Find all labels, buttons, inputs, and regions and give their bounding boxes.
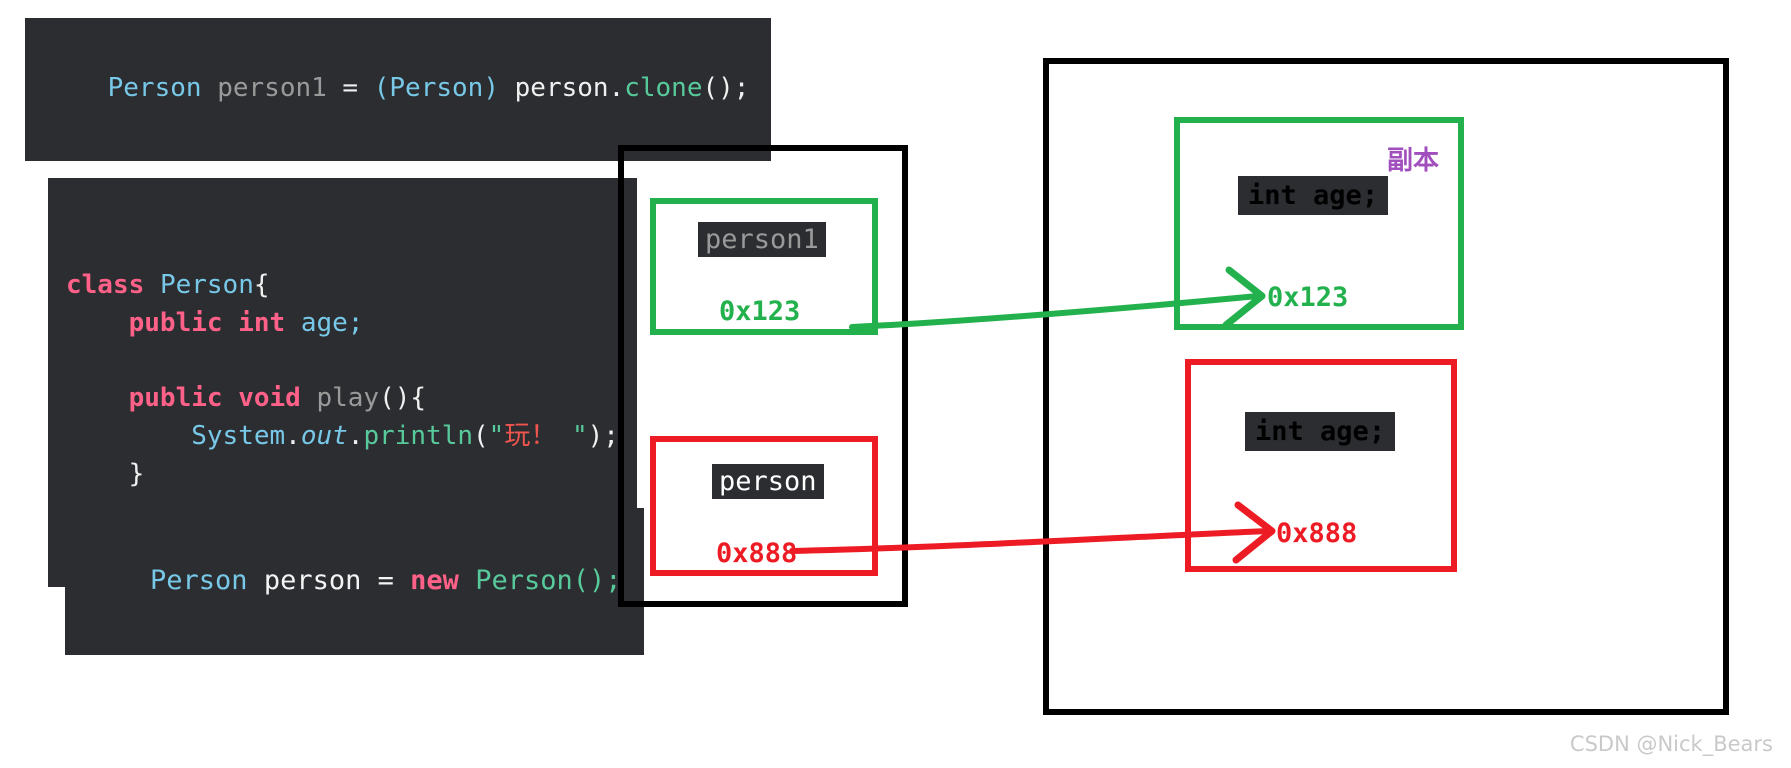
code-token: play [316, 383, 380, 414]
code-token: Person [475, 565, 573, 597]
heap-frame [1043, 58, 1729, 715]
stack-address-person: 0x888 [716, 538, 798, 569]
code-token [248, 565, 264, 596]
code-token [66, 421, 191, 451]
code-token: } [128, 458, 145, 489]
code-token: (); [702, 72, 750, 103]
heap-object-copy [1174, 117, 1464, 330]
heap-field-declaration-copy: int age; [1238, 176, 1389, 215]
code-token: ( [373, 72, 390, 103]
code-token: . [347, 421, 364, 452]
code-token: " [571, 421, 588, 452]
code-token: ( [473, 421, 489, 452]
code-token: int [1255, 416, 1304, 447]
stack-slot-person [650, 436, 878, 576]
code-line: Person person = new Person(); [150, 565, 622, 596]
heap-address-original: 0x888 [1276, 518, 1358, 549]
code-token: Person [389, 72, 484, 103]
code-token [301, 383, 317, 413]
code-token: age [1320, 416, 1369, 447]
code-token: Person [107, 72, 202, 103]
code-token: person [498, 72, 609, 103]
code-line: class Person{ [66, 267, 619, 305]
code-token [202, 73, 218, 103]
code-token: = [326, 72, 374, 103]
code-token: new [410, 565, 459, 597]
code-token: ) [483, 72, 499, 103]
code-token: ; [1368, 416, 1386, 447]
code-snippet-clone-statement: Person person1 = (Person) person.clone()… [25, 18, 772, 162]
code-token: clone [624, 72, 703, 103]
stack-slot-person1 [650, 198, 878, 335]
code-token [66, 459, 129, 489]
code-token: ; [1361, 180, 1379, 211]
heap-object-original [1185, 359, 1457, 572]
code-line: public void play(){ [66, 380, 619, 418]
code-token: person [263, 565, 362, 597]
code-token: public void [128, 383, 301, 414]
code-token [1304, 416, 1320, 447]
code-token: ; [347, 308, 364, 339]
stack-variable-name-person1: person1 [698, 222, 826, 257]
stack-address-person1: 0x123 [719, 296, 801, 327]
code-token [66, 383, 129, 413]
code-token: { [253, 270, 270, 301]
code-token [144, 270, 160, 300]
code-line: Person person1 = (Person) person.clone()… [108, 73, 750, 103]
copy-annotation-label: 副本 [1387, 146, 1440, 176]
stack-frame [618, 145, 908, 607]
code-token: 玩！ [504, 421, 572, 452]
heap-field-declaration-original: int age; [1245, 412, 1396, 451]
code-token: println [363, 421, 474, 452]
code-token: int [1248, 180, 1297, 211]
heap-address-copy: 0x123 [1267, 282, 1349, 313]
watermark: CSDN @Nick_Bears [1569, 732, 1773, 756]
code-token: (){ [379, 383, 427, 414]
code-line [66, 343, 619, 381]
code-token: out [300, 421, 348, 452]
code-token: Person [150, 565, 248, 597]
code-token: " [488, 421, 505, 452]
code-token: age [300, 308, 348, 339]
code-token: person1 [217, 72, 327, 103]
code-token: . [608, 72, 625, 103]
code-token [66, 308, 129, 338]
code-token: ); [587, 421, 619, 452]
code-token: . [285, 421, 301, 452]
code-token: age [1313, 180, 1362, 211]
code-line: public int age; [66, 305, 619, 343]
code-token: System [191, 421, 286, 452]
code-token: Person [159, 270, 254, 301]
code-token: public int [128, 308, 286, 339]
code-lines: class Person{ public int age; public voi… [66, 267, 619, 493]
code-token: class [66, 270, 145, 301]
code-token [459, 565, 475, 596]
code-token: = [361, 565, 411, 597]
code-token: (); [572, 565, 622, 597]
stack-variable-name-person: person [712, 464, 824, 499]
code-line: System.out.println("玩！ "); [66, 418, 619, 456]
code-token [285, 308, 301, 338]
code-snippet-new-person: Person person = new Person(); [65, 508, 644, 656]
code-line: } [66, 456, 619, 494]
code-token [1297, 180, 1313, 211]
